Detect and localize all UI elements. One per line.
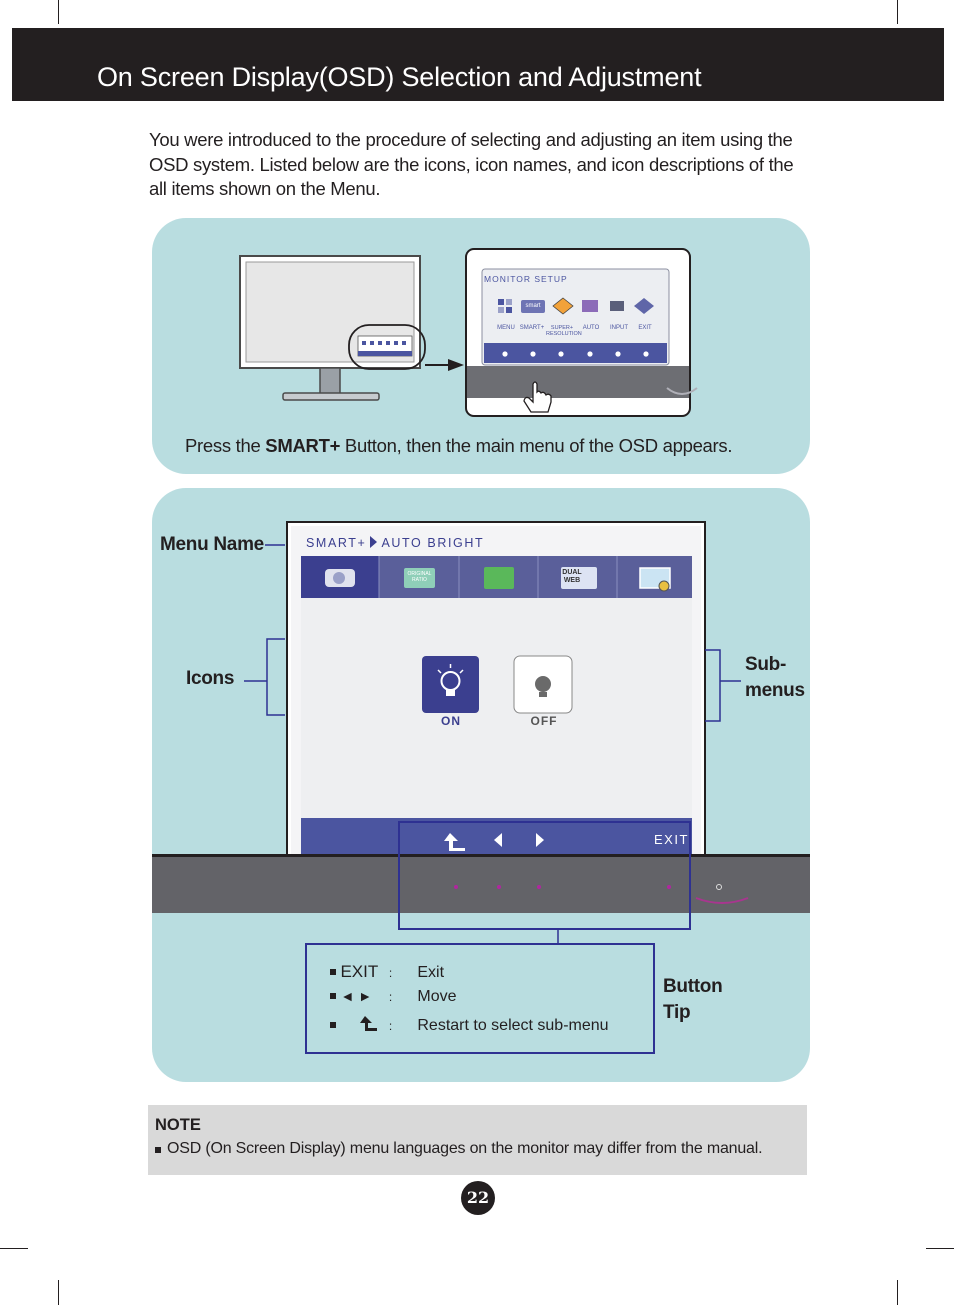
crop-mark [58,1280,59,1305]
on-option-icon [422,656,479,713]
bullet [330,993,336,999]
tip-row-move: ◄ ► : Move [330,988,456,1006]
tip-row-exit: EXIT : Exit [330,962,444,982]
intro-paragraph: You were introduced to the procedure of … [149,129,794,199]
crop-mark [0,1248,28,1249]
auto-icon [582,300,598,312]
restart-icon [360,1016,378,1031]
option-off-label: OFF [530,714,558,728]
bullet [330,969,336,975]
exit-icon [634,298,654,314]
osd-item-label: AUTO [582,325,600,331]
input-icon [610,301,624,311]
bullet [330,1022,336,1028]
button-tip-box [305,943,655,1054]
label-menu-name: Menu Name [160,534,264,555]
crop-mark [926,1248,954,1249]
osd-exit-label: EXIT [654,832,689,847]
page-number: 22 [461,1181,495,1215]
dual-web-icon [561,567,597,589]
osd-menu-illustration [152,521,810,943]
left-arrow-icon [494,833,502,847]
smart-icon [521,300,545,313]
restart-icon [444,833,465,851]
header-bar [12,28,944,101]
crop-mark [58,0,59,24]
super-resolution-icon [552,297,574,315]
monitor-illustration [239,248,698,417]
smart-icon-text: smart [525,303,541,309]
figure1-caption: Press the SMART+ Button, then the main m… [185,435,733,456]
right-arrow-icon [536,833,544,847]
crop-mark [897,1280,898,1305]
original-ratio-icon [404,568,435,588]
f-engine-icon [484,567,514,589]
osd-title-small: MONITOR SETUP [484,274,568,284]
osd-item-label: INPUT [610,325,628,331]
pointing-hand-icon [523,381,552,413]
osd-item-label: MENU [497,325,515,331]
menu-icon [498,299,512,313]
note-box [148,1105,807,1175]
note-text: OSD (On Screen Display) menu languages o… [155,1140,763,1158]
page-title: On Screen Display(OSD) Selection and Adj… [97,62,702,92]
note-title: NOTE [155,1116,201,1134]
off-option-icon [535,676,551,692]
crop-mark [897,0,898,24]
osd-item-label: SUPER+ RESOLUTION [546,325,582,337]
tip-row-restart: : Restart to select sub-menu [330,1015,609,1035]
osd-item-label: EXIT [638,325,652,331]
label-icons: Icons [186,668,235,689]
osd-item-label: SMART+ [519,325,545,331]
option-on-label: ON [441,714,461,728]
label-submenus: Sub-menus [745,654,805,701]
bullet [155,1147,161,1153]
osd-menu-heading: SMART+AUTO BRIGHT [306,536,485,550]
